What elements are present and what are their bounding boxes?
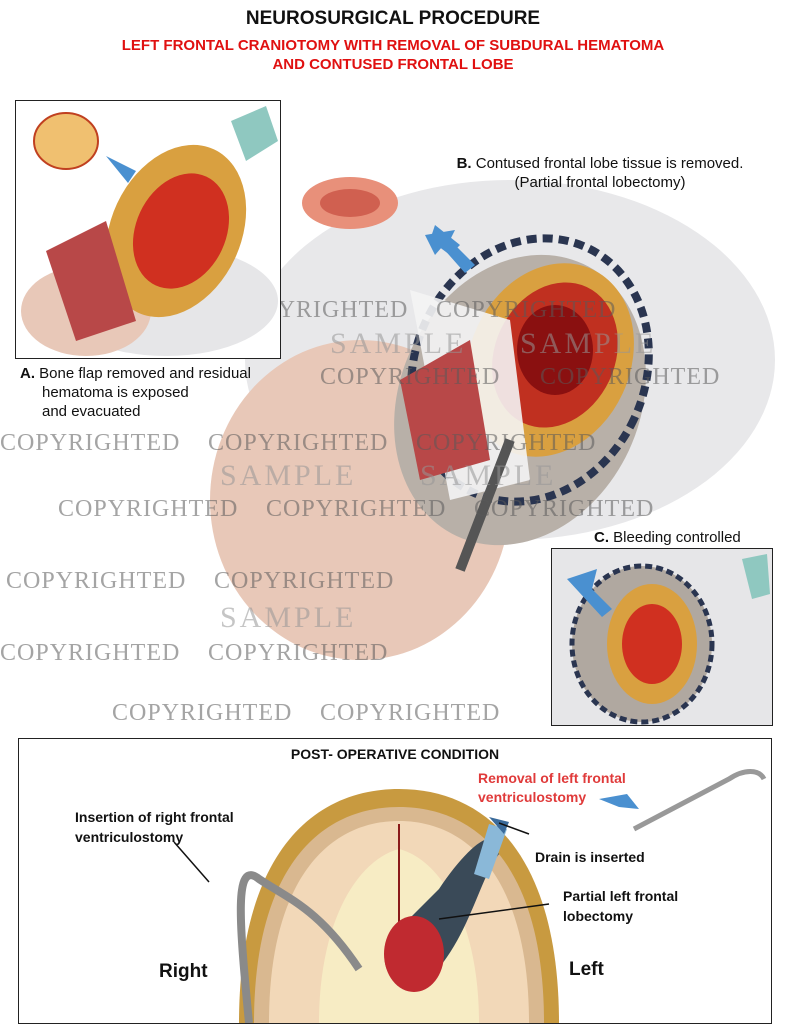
watermark-text: COPYRIGHTED [320,700,501,726]
panel-c-letter: C. [594,529,609,546]
main-head-illustration [210,180,775,660]
post-op-panel: POST- OPERATIVE CONDITION Removal of lef… [18,738,772,1024]
panel-a-letter: A. [20,365,35,382]
post-op-title: POST- OPERATIVE CONDITION [290,746,500,762]
removed-tissue-icon [302,177,398,229]
right-side-label: Right [159,961,208,982]
caption-line: Contused frontal lobe tissue is removed. [475,155,744,172]
label-line: Partial left frontal [563,888,679,904]
label-line: Insertion of right frontal [75,809,234,825]
panel-a-image [15,100,281,359]
watermark-text: COPYRIGHTED [0,640,181,666]
watermark-text: COPYRIGHTED [112,700,293,726]
watermark-text: COPYRIGHTED [6,568,187,594]
panel-c-image [551,548,773,726]
lobectomy-label: Partial left frontal lobectomy [563,886,678,926]
caption-line: hematoma is exposed [42,384,189,401]
label-line: ventriculostomy [478,789,587,805]
panel-a-caption: A. Bone flap removed and residual hemato… [20,364,251,421]
page-title: NEUROSURGICAL PROCEDURE [245,8,541,29]
caption-line: (Partial frontal lobectomy) [514,174,686,191]
drain-label: Drain is inserted [535,849,645,865]
page-subtitle: LEFT FRONTAL CRANIOTOMY WITH REMOVAL OF … [0,36,786,74]
subtitle-line-1: LEFT FRONTAL CRANIOTOMY WITH REMOVAL OF … [121,37,665,54]
removed-catheter-icon [632,769,767,832]
label-line: Removal of left frontal [478,770,626,786]
label-line: ventriculostomy [75,829,184,845]
label-line: lobectomy [563,908,634,924]
panel-c-caption: C. Bleeding controlled [594,528,741,547]
insertion-label: Insertion of right frontal ventriculosto… [75,807,234,847]
panel-b-caption: B. Contused frontal lobe tissue is remov… [420,154,780,192]
panel-b-letter: B. [456,155,472,172]
blue-arrow-icon [599,794,639,809]
brain-cross-section-illustration [173,769,767,1023]
left-side-label: Left [569,959,604,980]
caption-line: Bone flap removed and residual [39,365,251,382]
caption-line: and evacuated [42,403,141,420]
watermark-text: COPYRIGHTED [0,430,181,456]
blue-arrow-icon [425,230,475,273]
subtitle-line-2: AND CONTUSED FRONTAL LOBE [272,56,514,73]
caption-line: Bleeding controlled [613,529,741,546]
removal-label: Removal of left frontal ventriculostomy [478,769,626,807]
